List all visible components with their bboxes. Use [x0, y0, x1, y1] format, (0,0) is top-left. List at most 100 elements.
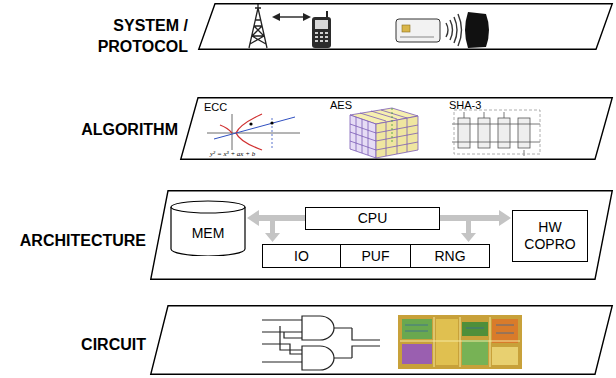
sha3-sponge-part: [478, 118, 490, 148]
sha3-sponge-part: [458, 118, 470, 148]
mobile-phone-part: [320, 32, 323, 34]
io-box: IO: [262, 244, 341, 268]
wireless-waves-part: [446, 23, 448, 37]
system-layer: SYSTEM / PROTOCOL: [198, 3, 613, 50]
mobile-phone-part: [315, 40, 318, 42]
mobile-phone-part: [312, 17, 331, 48]
smart-card: [396, 19, 440, 42]
ecc-plot-part: [270, 121, 273, 124]
chip-photo-part: [400, 317, 520, 367]
sha3-sponge-part: [464, 112, 524, 156]
cylinder-body: [171, 207, 245, 256]
algorithm-name: ECC: [204, 101, 227, 114]
bus-connector: [247, 210, 511, 226]
block-label: IO: [294, 248, 309, 265]
double-arrow-part: [278, 16, 305, 17]
chip-photo-part: [436, 319, 458, 365]
aes-state-cube: [350, 108, 418, 158]
layer-label: SYSTEM / PROTOCOL: [88, 15, 188, 57]
chip-photo-part: [405, 325, 514, 333]
sha3-sponge-part: [452, 124, 540, 142]
logic-gates-part: [334, 328, 380, 358]
bus-branch-arrows-part: [265, 233, 280, 242]
logic-gates-part: [302, 316, 334, 340]
mobile-phone-part: [325, 32, 328, 34]
sha3-sponge-part: [498, 118, 510, 148]
coprocessor-box: HW COPRO: [512, 210, 588, 262]
mobile-phone-part: [325, 40, 328, 42]
chip-photo-part: [405, 325, 514, 333]
mobile-phone: [312, 11, 331, 48]
chip-photo-part: [400, 317, 520, 367]
aes-state-cube-part: [376, 125, 418, 150]
radio-tower: [249, 4, 267, 48]
mobile-phone-part: [325, 36, 328, 38]
ecc-plot: [207, 114, 300, 150]
mobile-phone-part: [320, 40, 323, 42]
chip-photo-part: [462, 340, 488, 365]
chip-photo-part: [398, 315, 522, 369]
arrow-head: [499, 210, 511, 226]
chip-photo-part: [462, 322, 488, 336]
mobile-phone-part: [315, 36, 318, 38]
cpu-box: CPU: [305, 207, 440, 230]
wireless-waves-part: [454, 17, 457, 43]
logic-gates-part: [302, 346, 334, 370]
aes-state-cube-part: [392, 108, 393, 142]
mobile-phone-part: [320, 36, 323, 38]
algorithm-name: SHA-3: [449, 99, 481, 112]
logic-gates-part: [280, 326, 302, 350]
algorithm-name: AES: [330, 99, 352, 112]
bus-branch-arrows-part: [466, 220, 471, 234]
layer-label: CIRCUIT: [26, 334, 146, 355]
cylinder-top: [171, 201, 245, 213]
layer-plane: [199, 4, 613, 50]
block-label: PUF: [362, 248, 390, 265]
aes-state-cube-part: [360, 110, 407, 121]
wireless-waves-part: [450, 20, 453, 40]
mobile-phone-part: [315, 32, 328, 42]
aes-state-cube-part: [392, 108, 393, 142]
ecc-plot-part: [214, 117, 295, 139]
block-label: RNG: [434, 248, 465, 265]
bus-branch-arrows-part: [270, 220, 275, 234]
block-label: CPU: [358, 210, 388, 227]
layer-plane: [151, 191, 613, 280]
aes-state-cube-part: [350, 110, 418, 156]
card-reader: [465, 12, 489, 48]
wireless-waves-part: [458, 14, 462, 46]
block-label: HW COPRO: [519, 219, 581, 253]
layer-plane: [181, 98, 613, 160]
smart-card-part: [400, 37, 434, 38]
ecc-plot-part: [249, 122, 252, 125]
mobile-phone-part: [326, 11, 328, 18]
double-arrow-part: [272, 13, 280, 21]
smart-card-part: [396, 19, 440, 42]
aes-state-cube-part: [350, 124, 376, 150]
puf-box: PUF: [340, 244, 411, 268]
layer-plane: [151, 306, 613, 375]
bus-branch-arrows-part: [461, 233, 476, 242]
mobile-phone-part: [315, 32, 318, 34]
aes-state-cube-part: [376, 116, 418, 158]
sha3-sponge-part: [454, 110, 540, 154]
layer-label: ARCHITECTURE: [6, 230, 146, 251]
chip-photo-part: [492, 319, 518, 343]
ecc-plot-part: [220, 125, 232, 133]
chip-photo-part: [492, 347, 518, 365]
logic-gates: [262, 316, 380, 370]
equation-label: y² = x³ + ax + b: [210, 150, 255, 158]
ecc-plot-part: [207, 133, 300, 134]
wireless-waves: [446, 14, 462, 46]
chip-photo-part: [402, 319, 432, 339]
logic-gates-part: [262, 320, 302, 362]
sha3-sponge-part: [518, 118, 530, 148]
smart-card-part: [402, 25, 410, 32]
chip-photo-part: [402, 344, 432, 364]
aes-state-cube-part: [350, 115, 376, 158]
radio-tower-part: [249, 8, 267, 48]
memory-cylinder: MEM: [170, 200, 246, 256]
layer-outline: [198, 3, 613, 50]
